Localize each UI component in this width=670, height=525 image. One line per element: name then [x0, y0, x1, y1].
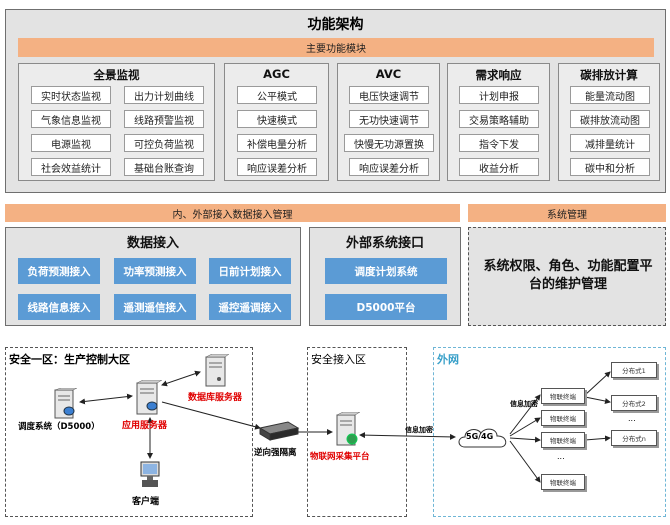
encryption-label-left: 信息加密: [405, 426, 433, 434]
zone1-title: 安全一区：生产控制大区: [9, 353, 130, 366]
d5000-platform[interactable]: D5000平台: [325, 294, 447, 320]
db-server-label: 数据库服务器: [188, 393, 243, 403]
item-carbon-flow[interactable]: 碳排放流动图: [570, 110, 650, 128]
distributed-node-1[interactable]: 分布式1: [611, 362, 657, 378]
item-realtime-status[interactable]: 实时状态监视: [31, 86, 111, 104]
distributed-node-n[interactable]: 分布式n: [611, 430, 657, 446]
client-pc-icon: [140, 461, 160, 487]
item-agc-error[interactable]: 响应误差分析: [237, 158, 317, 176]
distributed-ellipsis: ...: [628, 414, 636, 423]
item-weather[interactable]: 气象信息监视: [31, 110, 111, 128]
main-modules-bar: 主要功能模块: [18, 38, 654, 57]
module-demand-response: 需求响应 计划申报 交易策略辅助 指令下发 收益分析: [447, 63, 550, 181]
item-trade-strategy[interactable]: 交易策略辅助: [459, 110, 539, 128]
module-avc: AVC 电压快速调节 无功快速调节 快慢无功源置换 响应误差分析: [337, 63, 440, 181]
zone3-title: 外网: [437, 353, 459, 366]
item-energy-flow[interactable]: 能量流动图: [570, 86, 650, 104]
module-carbon: 碳排放计算 能量流动图 碳排放流动图 减排量统计 碳中和分析: [558, 63, 660, 181]
client-label: 客户端: [132, 497, 160, 507]
item-command-issue[interactable]: 指令下发: [459, 134, 539, 152]
load-forecast-access[interactable]: 负荷预测接入: [18, 258, 100, 284]
power-forecast-access[interactable]: 功率预测接入: [114, 258, 196, 284]
encryption-label-right: 信息加密: [510, 400, 538, 408]
item-controllable-load[interactable]: 可控负荷监视: [124, 134, 204, 152]
module-title: 需求响应: [475, 68, 522, 82]
item-reactive-adjust[interactable]: 无功快速调节: [349, 110, 429, 128]
iot-ellipsis: ...: [557, 452, 565, 461]
item-plan-declare[interactable]: 计划申报: [459, 86, 539, 104]
item-fair-mode[interactable]: 公平模式: [237, 86, 317, 104]
system-management-text: 系统权限、角色、功能配置平台的维护管理: [483, 259, 653, 292]
cloud-network-icon: [458, 428, 507, 448]
app-server-icon: [136, 380, 163, 415]
item-source-swap[interactable]: 快慢无功源置换: [344, 134, 434, 152]
distributed-node-2[interactable]: 分布式2: [611, 395, 657, 411]
module-agc: AGC 公平模式 快速模式 补偿电量分析 响应误差分析: [224, 63, 329, 181]
collector-server-icon: [336, 412, 361, 446]
item-reduction-stats[interactable]: 减排量统计: [570, 134, 650, 152]
zone-external-network: [433, 347, 666, 517]
item-carbon-neutral[interactable]: 碳中和分析: [570, 158, 650, 176]
dispatch-server-icon: [54, 388, 78, 419]
iot-terminal[interactable]: 物联终端: [541, 410, 585, 426]
external-interface-panel: 外部系统接口 调度计划系统 D5000平台: [309, 227, 461, 326]
system-management-bar: 系统管理: [468, 204, 666, 222]
item-revenue-analysis[interactable]: 收益分析: [459, 158, 539, 176]
item-social-benefit[interactable]: 社会效益统计: [31, 158, 111, 176]
iot-terminal[interactable]: 物联终端: [541, 432, 585, 448]
module-panorama: 全景监视 实时状态监视 出力计划曲线 气象信息监视 线路预警监视 电源监视 可控…: [18, 63, 215, 181]
external-interface-title: 外部系统接口: [345, 236, 424, 251]
cloud-label: 5G/4G: [466, 432, 494, 441]
line-info-access[interactable]: 线路信息接入: [18, 294, 100, 320]
item-avc-error[interactable]: 响应误差分析: [349, 158, 429, 176]
dispatch-system-label: 调度系统（D5000）: [18, 422, 100, 432]
collector-label: 物联网采集平台: [310, 452, 370, 462]
item-power-source[interactable]: 电源监视: [31, 134, 111, 152]
item-compensation[interactable]: 补偿电量分析: [237, 134, 317, 152]
item-voltage-adjust[interactable]: 电压快速调节: [349, 86, 429, 104]
day-ahead-plan-access[interactable]: 日前计划接入: [209, 258, 291, 284]
module-title: AVC: [375, 67, 402, 81]
data-access-title: 数据接入: [126, 236, 179, 251]
app-server-label: 应用服务器: [122, 421, 168, 431]
item-fast-mode[interactable]: 快速模式: [237, 110, 317, 128]
dispatch-plan-system[interactable]: 调度计划系统: [325, 258, 447, 284]
item-line-warning[interactable]: 线路预警监视: [124, 110, 204, 128]
zone2-title: 安全接入区: [311, 353, 366, 366]
module-title: 全景监视: [93, 68, 140, 82]
telemetry-access[interactable]: 遥测遥信接入: [114, 294, 196, 320]
remote-control-access[interactable]: 遥控遥调接入: [209, 294, 291, 320]
db-server-icon: [205, 354, 230, 387]
iot-terminal[interactable]: 物联终端: [541, 474, 585, 490]
iot-terminal[interactable]: 物联终端: [541, 388, 585, 404]
zone-production-control: [5, 347, 253, 517]
data-access-panel: 数据接入 负荷预测接入 功率预测接入 日前计划接入 线路信息接入 遥测遥信接入 …: [5, 227, 301, 326]
module-title: AGC: [263, 67, 290, 81]
data-access-management-bar: 内、外部接入数据接入管理: [5, 204, 460, 222]
module-title: 碳排放计算: [580, 68, 638, 82]
panel-title: 功能架构: [307, 17, 364, 33]
system-management-panel: [468, 227, 666, 326]
isolation-device-icon: [258, 421, 300, 441]
item-output-plan[interactable]: 出力计划曲线: [124, 86, 204, 104]
item-ledger-query[interactable]: 基础台账查询: [124, 158, 204, 176]
isolation-label: 逆向强隔离: [254, 448, 297, 458]
